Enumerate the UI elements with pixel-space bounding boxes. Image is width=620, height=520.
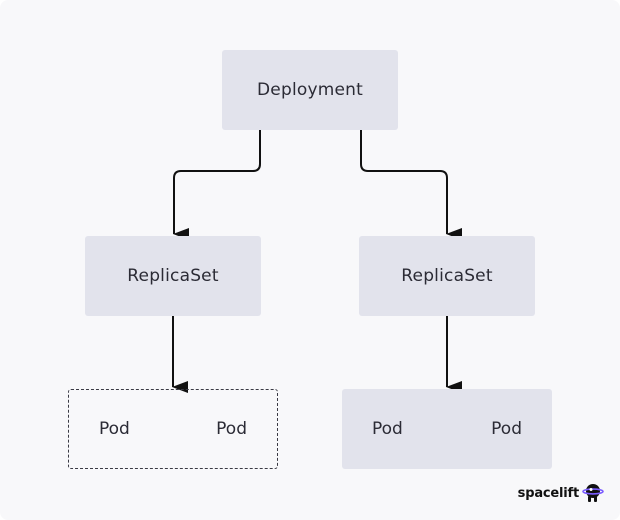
deployment-label: Deployment bbox=[257, 80, 363, 100]
edge-deployment-to-replicaset-right bbox=[360, 130, 462, 240]
replicaset-right-label: ReplicaSet bbox=[401, 266, 493, 286]
replicaset-node-left: ReplicaSet bbox=[85, 236, 261, 316]
pod-label: Pod bbox=[491, 419, 522, 439]
replicaset-left-label: ReplicaSet bbox=[127, 266, 219, 286]
replicaset-node-right: ReplicaSet bbox=[359, 236, 535, 316]
pod-group-right: Pod Pod bbox=[342, 389, 552, 469]
pod-label: Pod bbox=[216, 419, 247, 439]
logo-wordmark: spacelift bbox=[517, 485, 580, 501]
edge-deployment-to-replicaset-left bbox=[173, 130, 261, 240]
astronaut-icon bbox=[582, 484, 604, 502]
spacelift-logo: spacelift bbox=[518, 482, 604, 504]
deployment-node: Deployment bbox=[222, 50, 398, 130]
pod-label: Pod bbox=[99, 419, 130, 439]
pod-group-left: Pod Pod bbox=[68, 389, 278, 469]
pod-label: Pod bbox=[372, 419, 403, 439]
